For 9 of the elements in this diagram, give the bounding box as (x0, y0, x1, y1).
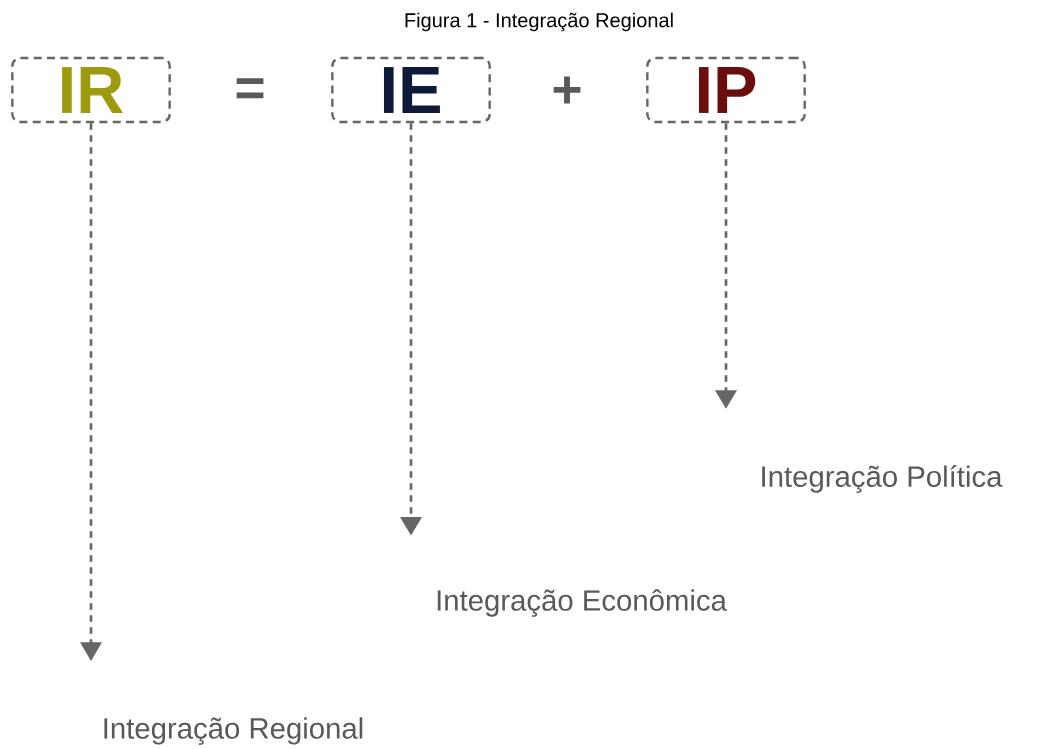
term-label: Integração Política (762, 465, 1003, 493)
dashed-box: IE (331, 56, 491, 124)
operator-sign: = (236, 78, 264, 99)
dashed-box: IP (646, 56, 806, 124)
operator-sign: + (553, 76, 581, 104)
term-label: Integração Regional (104, 717, 363, 745)
term-label: Integração Econômica (437, 589, 727, 617)
figure-title: Figura 1 - Integração Regional (405, 12, 673, 32)
dashed-box: IR (11, 56, 171, 124)
